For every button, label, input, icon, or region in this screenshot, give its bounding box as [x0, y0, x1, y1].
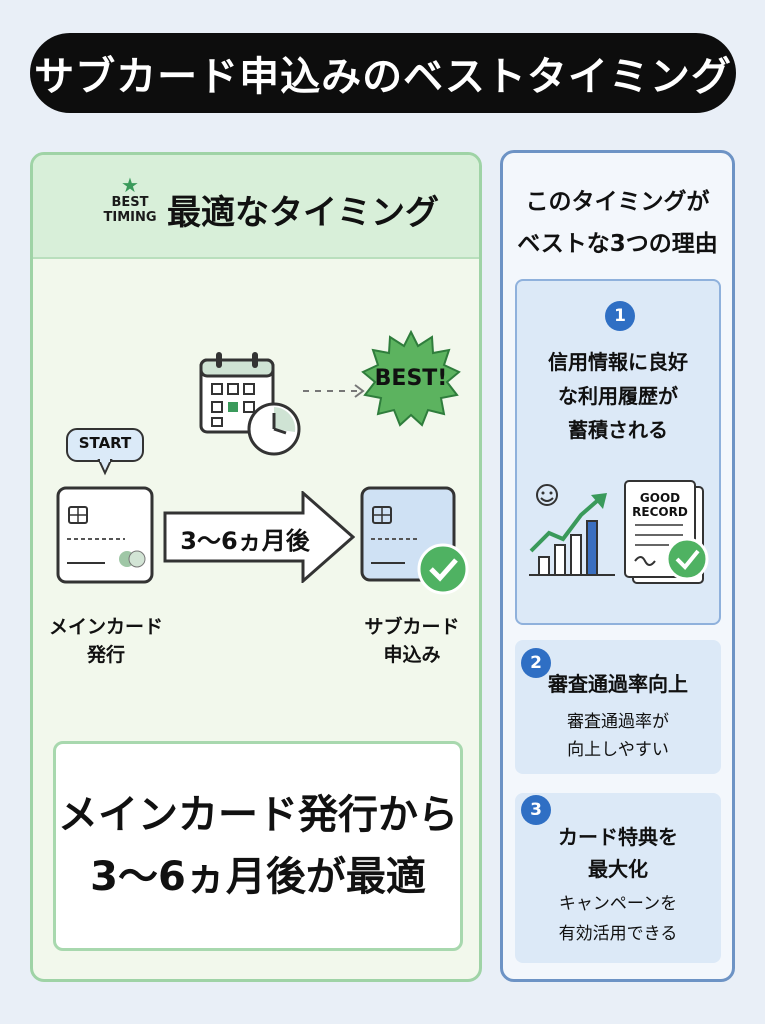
badge-line2: TIMING	[103, 210, 157, 225]
summary-box: メインカード発行から 3〜6ヵ月後が最適	[53, 741, 463, 951]
reason-card-1: 1 信用情報に良好 な利用履歴が 蓄積される	[515, 279, 721, 625]
reason-3-title-line1: カード特典を	[558, 825, 678, 849]
reason-number-1: 1	[605, 301, 635, 331]
reason-3-sub-line1: キャンペーンを	[558, 894, 678, 914]
start-label: START	[78, 434, 132, 452]
best-timing-header: ★ BEST TIMING 最適なタイミング	[33, 155, 479, 259]
best-timing-badge: ★ BEST TIMING	[103, 175, 157, 239]
reason-3-subtext: キャンペーンを 有効活用できる	[515, 889, 721, 949]
summary-line1: メインカード発行から	[58, 792, 458, 838]
sub-card-label: サブカード 申込み	[347, 613, 477, 669]
reason-2-sub-line2: 向上しやすい	[567, 740, 669, 760]
reason-number-3: 3	[521, 795, 551, 825]
good-record-document-icon: GOOD RECORD	[619, 477, 715, 599]
reason-2-subtext: 審査通過率が 向上しやすい	[515, 708, 721, 764]
start-bubble: START	[65, 427, 147, 477]
reasons-panel: このタイミングが ベストな3つの理由 1 信用情報に良好 な利用履歴が 蓄積され…	[500, 150, 735, 982]
reason-3-title-line2: 最大化	[588, 857, 648, 881]
reason-number-2: 2	[521, 648, 551, 678]
doc-line2: RECORD	[632, 505, 688, 519]
clock-icon	[247, 402, 301, 456]
reason-1-line2: な利用履歴が	[558, 384, 678, 408]
best-timing-panel: ★ BEST TIMING 最適なタイミング BEST!	[30, 152, 482, 982]
main-card-label-line2: 発行	[86, 644, 125, 666]
reason-1-line3: 蓄積される	[568, 418, 668, 442]
reason-1-text: 信用情報に良好 な利用履歴が 蓄積される	[517, 345, 719, 447]
best-timing-heading: 最適なタイミング	[167, 193, 439, 233]
reasons-heading-line1: このタイミングが	[525, 189, 710, 215]
calendar-icon	[199, 352, 275, 434]
page-title: サブカード申込みのベストタイミング	[34, 54, 732, 100]
reason-card-3: 3 カード特典を 最大化 キャンペーンを 有効活用できる	[515, 793, 721, 963]
sub-credit-card-icon	[360, 486, 469, 595]
best-burst-icon: BEST!	[361, 330, 461, 430]
reason-card-2: 2 審査通過率向上 審査通過率が 向上しやすい	[515, 640, 721, 774]
reason-3-title: カード特典を 最大化	[515, 821, 721, 885]
reasons-heading: このタイミングが ベストな3つの理由	[503, 181, 732, 265]
reason-3-sub-line2: 有効活用できる	[558, 924, 678, 944]
star-icon: ★	[121, 173, 139, 197]
reason-2-sub-line1: 審査通過率が	[567, 712, 669, 732]
badge-line1: BEST	[111, 195, 149, 210]
arrow-text: 3〜6ヵ月後	[180, 527, 310, 555]
sub-card-label-line1: サブカード	[364, 616, 460, 638]
main-credit-card-icon	[56, 486, 154, 584]
reason-1-line1: 信用情報に良好	[548, 350, 688, 374]
sub-card-label-line2: 申込み	[383, 644, 441, 666]
main-card-label: メインカード 発行	[41, 613, 171, 669]
main-card-label-line1: メインカード	[48, 616, 163, 638]
best-label: BEST!	[374, 366, 448, 391]
big-arrow-icon	[163, 491, 355, 583]
page-title-banner: サブカード申込みのベストタイミング	[30, 33, 736, 113]
doc-line1: GOOD	[639, 491, 681, 505]
summary-line2: 3〜6ヵ月後が最適	[90, 854, 426, 900]
reasons-heading-line2: ベストな3つの理由	[517, 231, 718, 257]
dotted-arrow-icon	[303, 384, 365, 398]
growth-chart-icon	[529, 484, 615, 576]
reason-2-title: 審査通過率向上	[548, 672, 688, 696]
